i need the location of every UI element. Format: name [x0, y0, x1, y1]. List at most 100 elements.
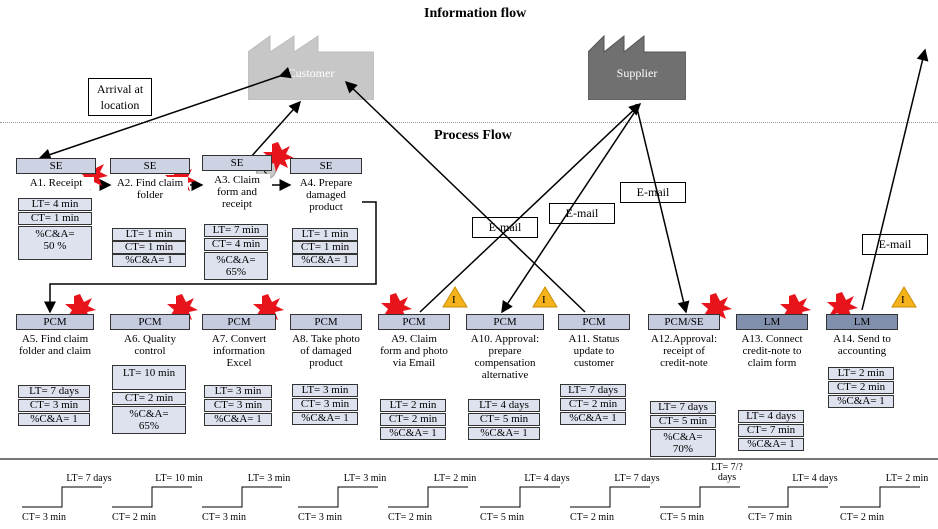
process-metric-lt: LT= 4 min — [18, 198, 92, 211]
process-name-a12: A12.Approval: receipt of credit-note — [650, 333, 718, 369]
timeline-step — [748, 486, 828, 508]
email-note-3: E-mail — [620, 182, 686, 203]
process-header-a11: PCM — [558, 314, 630, 330]
information-flow-title: Information flow — [424, 6, 527, 21]
process-metric-ct: CT= 1 min — [18, 212, 92, 225]
process-metric-ct: CT= 2 min — [380, 413, 446, 426]
process-header-a7: PCM — [202, 314, 276, 330]
inventory-icon — [442, 286, 468, 308]
timeline-step — [660, 486, 740, 508]
process-metric-ct: CT= 1 min — [292, 241, 358, 254]
timeline-step — [112, 486, 192, 508]
timeline-lead-time: LT= 10 min — [155, 473, 203, 484]
timeline-step — [22, 486, 102, 508]
process-metric-ct: CT= 2 min — [560, 398, 626, 411]
timeline-step — [480, 486, 560, 508]
timeline-separator — [0, 458, 938, 460]
timeline-lead-time: LT= 3 min — [343, 473, 387, 484]
process-metric-lt: LT= 4 days — [738, 410, 804, 423]
timeline-lead-time: LT= 2 min — [885, 473, 929, 484]
process-metric-ca: %C&A= 1 — [292, 412, 358, 425]
email-note-2: E-mail — [549, 203, 615, 224]
inventory-icon — [532, 286, 558, 308]
process-header-a6: PCM — [110, 314, 190, 330]
process-metric-ca: %C&A= 1 — [204, 413, 272, 426]
process-metric-ct: CT= 3 min — [204, 399, 272, 412]
timeline-cycle-time: CT= 7 min — [748, 512, 792, 523]
process-metric-ct: CT= 2 min — [828, 381, 894, 394]
process-metric-lt: LT= 7 days — [650, 401, 716, 414]
timeline-cycle-time: CT= 2 min — [388, 512, 432, 523]
process-metric-ct: CT= 1 min — [112, 241, 186, 254]
timeline-cycle-time: CT= 3 min — [22, 512, 66, 523]
process-name-a9: A9. Claim form and photo via Email — [380, 333, 448, 369]
process-header-a14: LM — [826, 314, 898, 330]
process-header-a12: PCM/SE — [648, 314, 720, 330]
process-metric-lt: LT= 1 min — [112, 228, 186, 241]
timeline-cycle-time: CT= 5 min — [480, 512, 524, 523]
timeline-lead-time: LT= 7 days — [66, 473, 112, 484]
process-name-a4: A4. Prepare damaged product — [292, 177, 360, 213]
process-header-a3: SE — [202, 155, 272, 171]
inventory-badge: I — [901, 294, 905, 306]
process-name-a6: A6. Quality control — [112, 333, 188, 357]
process-metric-lt: LT= 7 days — [560, 384, 626, 397]
timeline-cycle-time: CT= 2 min — [112, 512, 156, 523]
inventory-icon — [891, 286, 917, 308]
process-name-a10: A10. Approval: prepare compensation alte… — [468, 333, 542, 381]
inventory-badge: I — [452, 294, 456, 306]
burst-icon — [77, 160, 108, 190]
burst-icon — [253, 294, 284, 324]
process-header-a13: LM — [736, 314, 808, 330]
timeline-step — [202, 486, 282, 508]
process-metric-lt: LT= 3 min — [292, 384, 358, 397]
process-header-a2: SE — [110, 158, 190, 174]
timeline-lead-time: LT= 4 days — [524, 473, 570, 484]
timeline-lead-time: LT= 2 min — [433, 473, 477, 484]
timeline-lead-time: LT= 3 min — [247, 473, 291, 484]
process-metric-ca: %C&A= 1 — [112, 254, 186, 267]
process-name-a14: A14. Send to accounting — [828, 333, 896, 357]
customer-label: Customer — [287, 66, 335, 80]
process-metric-ca: %C&A= 1 — [18, 413, 90, 426]
process-name-a8: A8. Take photo of damaged product — [292, 333, 360, 369]
flow-separator — [0, 122, 938, 123]
process-header-a9: PCM — [378, 314, 450, 330]
process-metric-ca: %C&A= 65% — [112, 406, 186, 434]
inventory-badge: I — [542, 294, 546, 306]
process-metric-ca: %C&A= 70% — [650, 429, 716, 457]
timeline-lead-time: LT= 7/? days — [711, 462, 743, 483]
process-name-a2: A2. Find claim folder — [112, 177, 188, 201]
burst-icon — [263, 142, 294, 172]
timeline-step — [840, 486, 920, 508]
process-flow-title: Process Flow — [434, 128, 512, 143]
process-metric-lt: LT= 4 days — [468, 399, 540, 412]
process-metric-ca: %C&A= 65% — [204, 252, 268, 280]
process-metric-ca: %C&A= 1 — [468, 427, 540, 440]
process-metric-ca: %C&A= 1 — [738, 438, 804, 451]
process-metric-lt: LT= 3 min — [204, 385, 272, 398]
process-metric-ca: %C&A= 1 — [828, 395, 894, 408]
timeline-cycle-time: CT= 3 min — [202, 512, 246, 523]
process-metric-lt: LT= 7 days — [18, 385, 90, 398]
supplier-factory: Supplier — [587, 22, 687, 101]
process-metric-ct: CT= 5 min — [468, 413, 540, 426]
process-metric-lt: LT= 2 min — [380, 399, 446, 412]
timeline-step — [298, 486, 378, 508]
process-name-a5: A5. Find claim folder and claim — [18, 333, 92, 357]
timeline-lead-time: LT= 4 days — [792, 473, 838, 484]
process-metric-ca: %C&A= 50 % — [18, 226, 92, 260]
process-metric-ct: CT= 7 min — [738, 424, 804, 437]
process-metric-ca: %C&A= 1 — [380, 427, 446, 440]
process-name-a11: A11. Status update to customer — [560, 333, 628, 369]
process-name-a1: A1. Receipt — [18, 177, 94, 189]
timeline-step — [388, 486, 468, 508]
process-name-a7: A7. Convert information Excel — [204, 333, 274, 369]
burst-icon — [167, 294, 198, 324]
process-header-a8: PCM — [290, 314, 362, 330]
timeline-cycle-time: CT= 2 min — [570, 512, 614, 523]
process-header-a1: SE — [16, 158, 96, 174]
process-metric-lt: LT= 7 min — [204, 224, 268, 237]
timeline-lead-time: LT= 7 days — [614, 473, 660, 484]
process-metric-ct: CT= 2 min — [112, 392, 186, 405]
